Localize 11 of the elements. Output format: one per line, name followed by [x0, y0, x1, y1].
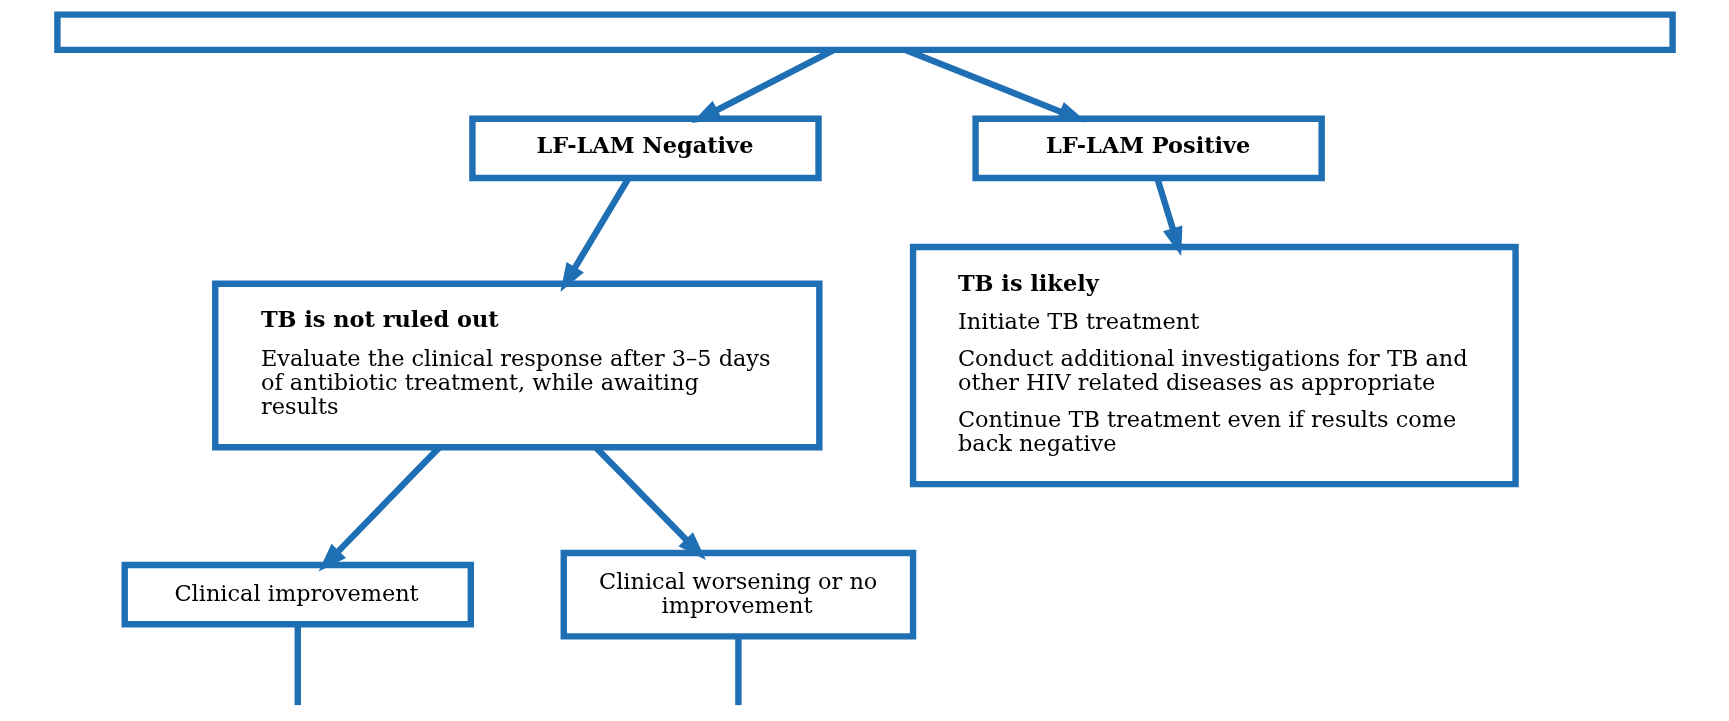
arrow	[903, 47, 1087, 123]
connector	[734, 636, 742, 706]
node-box	[53, 11, 1676, 54]
node-box: LF-LAM Positive	[971, 115, 1325, 182]
node-box: TB is not ruled out Evaluate the clinical response after 3–5 days of antibiotic treatment, while awaiting results	[211, 280, 823, 451]
node-box: LF-LAM Negative	[468, 115, 822, 182]
node-box: TB is likely Initiate TB treatment Conduct additional investigations for TB and other HIV related diseases as appropriate Continue TB treatment even if results come back negative	[909, 243, 1519, 488]
connector	[294, 624, 301, 706]
node-box: Clinical worsening or no improvement	[560, 549, 916, 640]
node-box: Clinical improvement	[121, 561, 474, 628]
arrow	[691, 47, 835, 124]
